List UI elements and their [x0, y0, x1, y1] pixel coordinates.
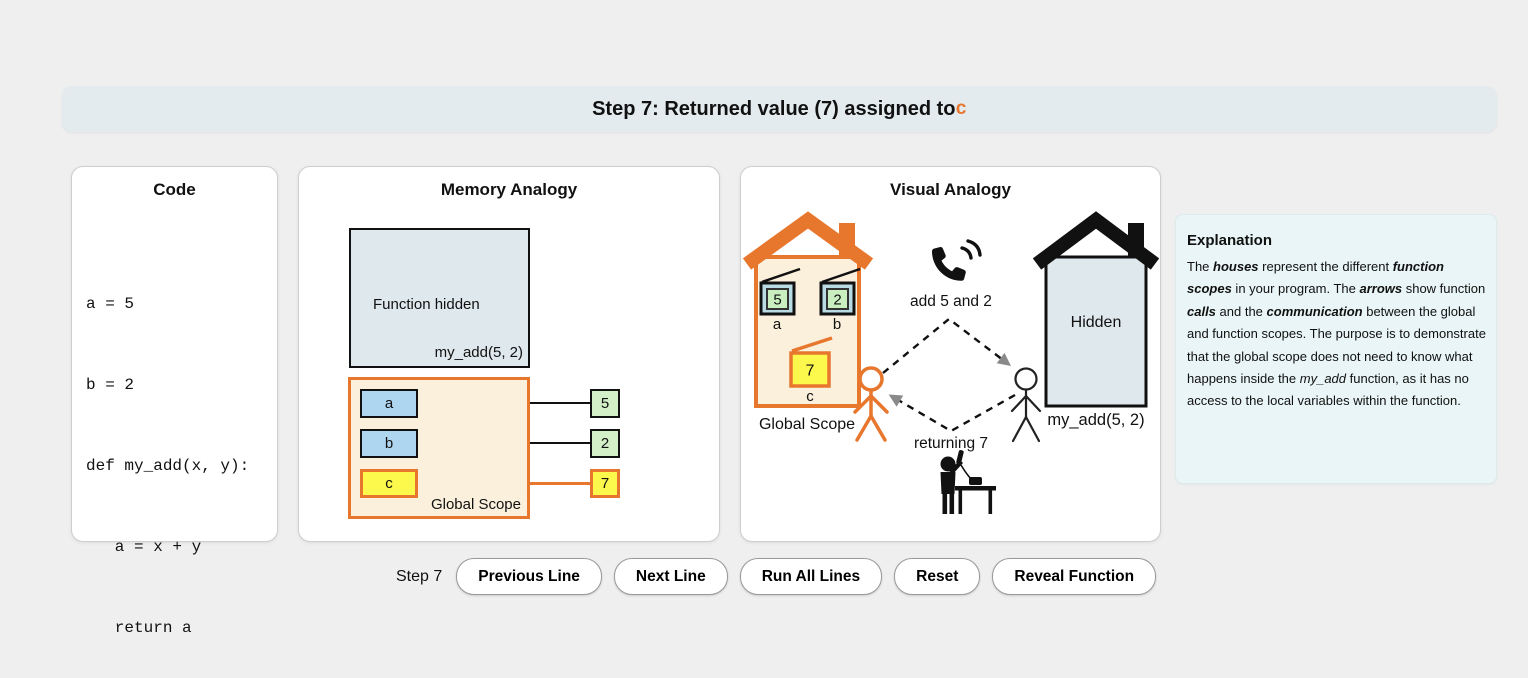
next-line-button[interactable]: Next Line: [613, 558, 728, 595]
explanation-body: The houses represent the different funct…: [1187, 259, 1486, 409]
variable-box-a: a: [360, 389, 418, 418]
variable-c-name: c: [806, 388, 814, 405]
function-stick-figure: [1010, 367, 1042, 443]
hidden-house: Hidden: [1032, 211, 1160, 408]
reveal-function-button[interactable]: Reveal Function: [992, 558, 1157, 595]
variable-box-c: c: [360, 469, 418, 498]
value-box-5: 5: [590, 389, 620, 418]
function-hidden-label: Function hidden: [373, 296, 480, 313]
step-banner-text: Step 7: Returned value (7) assigned to: [592, 97, 956, 120]
step-label: Step 7: [396, 567, 443, 585]
code-line: a = x + y: [86, 538, 202, 556]
global-house-roof: [742, 211, 874, 270]
phone-call-icon: [932, 239, 982, 281]
code-line: def my_add(x, y):: [86, 457, 250, 475]
variable-c-box: 7: [789, 336, 833, 388]
function-scope-box: Function hidden my_add(5, 2): [349, 228, 530, 368]
code-line: return a: [86, 619, 192, 637]
window-a-value: 5: [773, 292, 781, 309]
person-at-desk-icon: [940, 450, 996, 514]
reset-button[interactable]: Reset: [894, 558, 981, 595]
code-listing: a = 5 b = 2 def my_add(x, y): a = x + y …: [86, 237, 249, 678]
code-panel-title: Code: [153, 180, 196, 199]
step-banner-variable: c: [955, 98, 967, 120]
code-line: b = 2: [86, 376, 135, 394]
global-scope-label: Global Scope: [430, 496, 521, 513]
value-box-2: 2: [590, 429, 620, 458]
memory-panel-title: Memory Analogy: [440, 180, 578, 199]
visual-analogy-diagram: 5 2 a b 7 c Global Scope: [742, 211, 1160, 514]
function-call-caption: my_add(5, 2): [434, 344, 523, 361]
dashed-return-arrow: [888, 393, 1016, 433]
return-arrowhead: [888, 394, 904, 407]
window-b: 2: [819, 267, 861, 316]
variable-c-value: 7: [806, 363, 815, 380]
visual-panel-title: Visual Analogy: [890, 180, 1011, 199]
variable-box-b: b: [360, 429, 418, 458]
global-house: 5 2 a b 7 c Global Scope: [742, 211, 874, 433]
dashed-call-arrow: [882, 317, 1011, 374]
window-a-name: a: [773, 316, 782, 333]
explanation-title: Explanation: [1187, 232, 1273, 249]
call-label: add 5 and 2: [910, 293, 992, 310]
memory-analogy-panel: Memory Analogy Function hidden my_add(5,…: [298, 166, 720, 542]
previous-line-button[interactable]: Previous Line: [456, 558, 602, 595]
window-b-value: 2: [833, 292, 841, 309]
window-b-shutter: [821, 267, 861, 284]
value-box-7: 7: [590, 469, 620, 498]
call-arrowhead: [996, 352, 1011, 366]
variable-c-flag: [791, 336, 833, 353]
window-b-name: b: [833, 316, 841, 333]
code-panel: Code a = 5 b = 2 def my_add(x, y): a = x…: [71, 166, 278, 637]
hidden-house-label: my_add(5, 2): [1047, 411, 1144, 429]
hidden-house-roof: [1032, 211, 1160, 270]
caller-stick-figure: [853, 366, 889, 442]
visual-analogy-panel: Visual Analogy 5 2: [740, 166, 1161, 542]
global-house-label: Global Scope: [759, 416, 855, 433]
window-a-shutter: [761, 267, 801, 284]
return-label: returning 7: [914, 435, 988, 452]
run-all-lines-button[interactable]: Run All Lines: [739, 558, 883, 595]
controls: Step 7 Previous Line Next Line Run All L…: [396, 558, 1157, 595]
code-line: a = 5: [86, 295, 135, 313]
explanation-panel: Explanation The houses represent the dif…: [1175, 214, 1497, 484]
hidden-house-body: [1044, 255, 1148, 408]
hidden-house-text: Hidden: [1071, 314, 1122, 331]
window-a: 5: [759, 267, 801, 316]
step-banner: Step 7: Returned value (7) assigned to c: [62, 86, 1497, 132]
